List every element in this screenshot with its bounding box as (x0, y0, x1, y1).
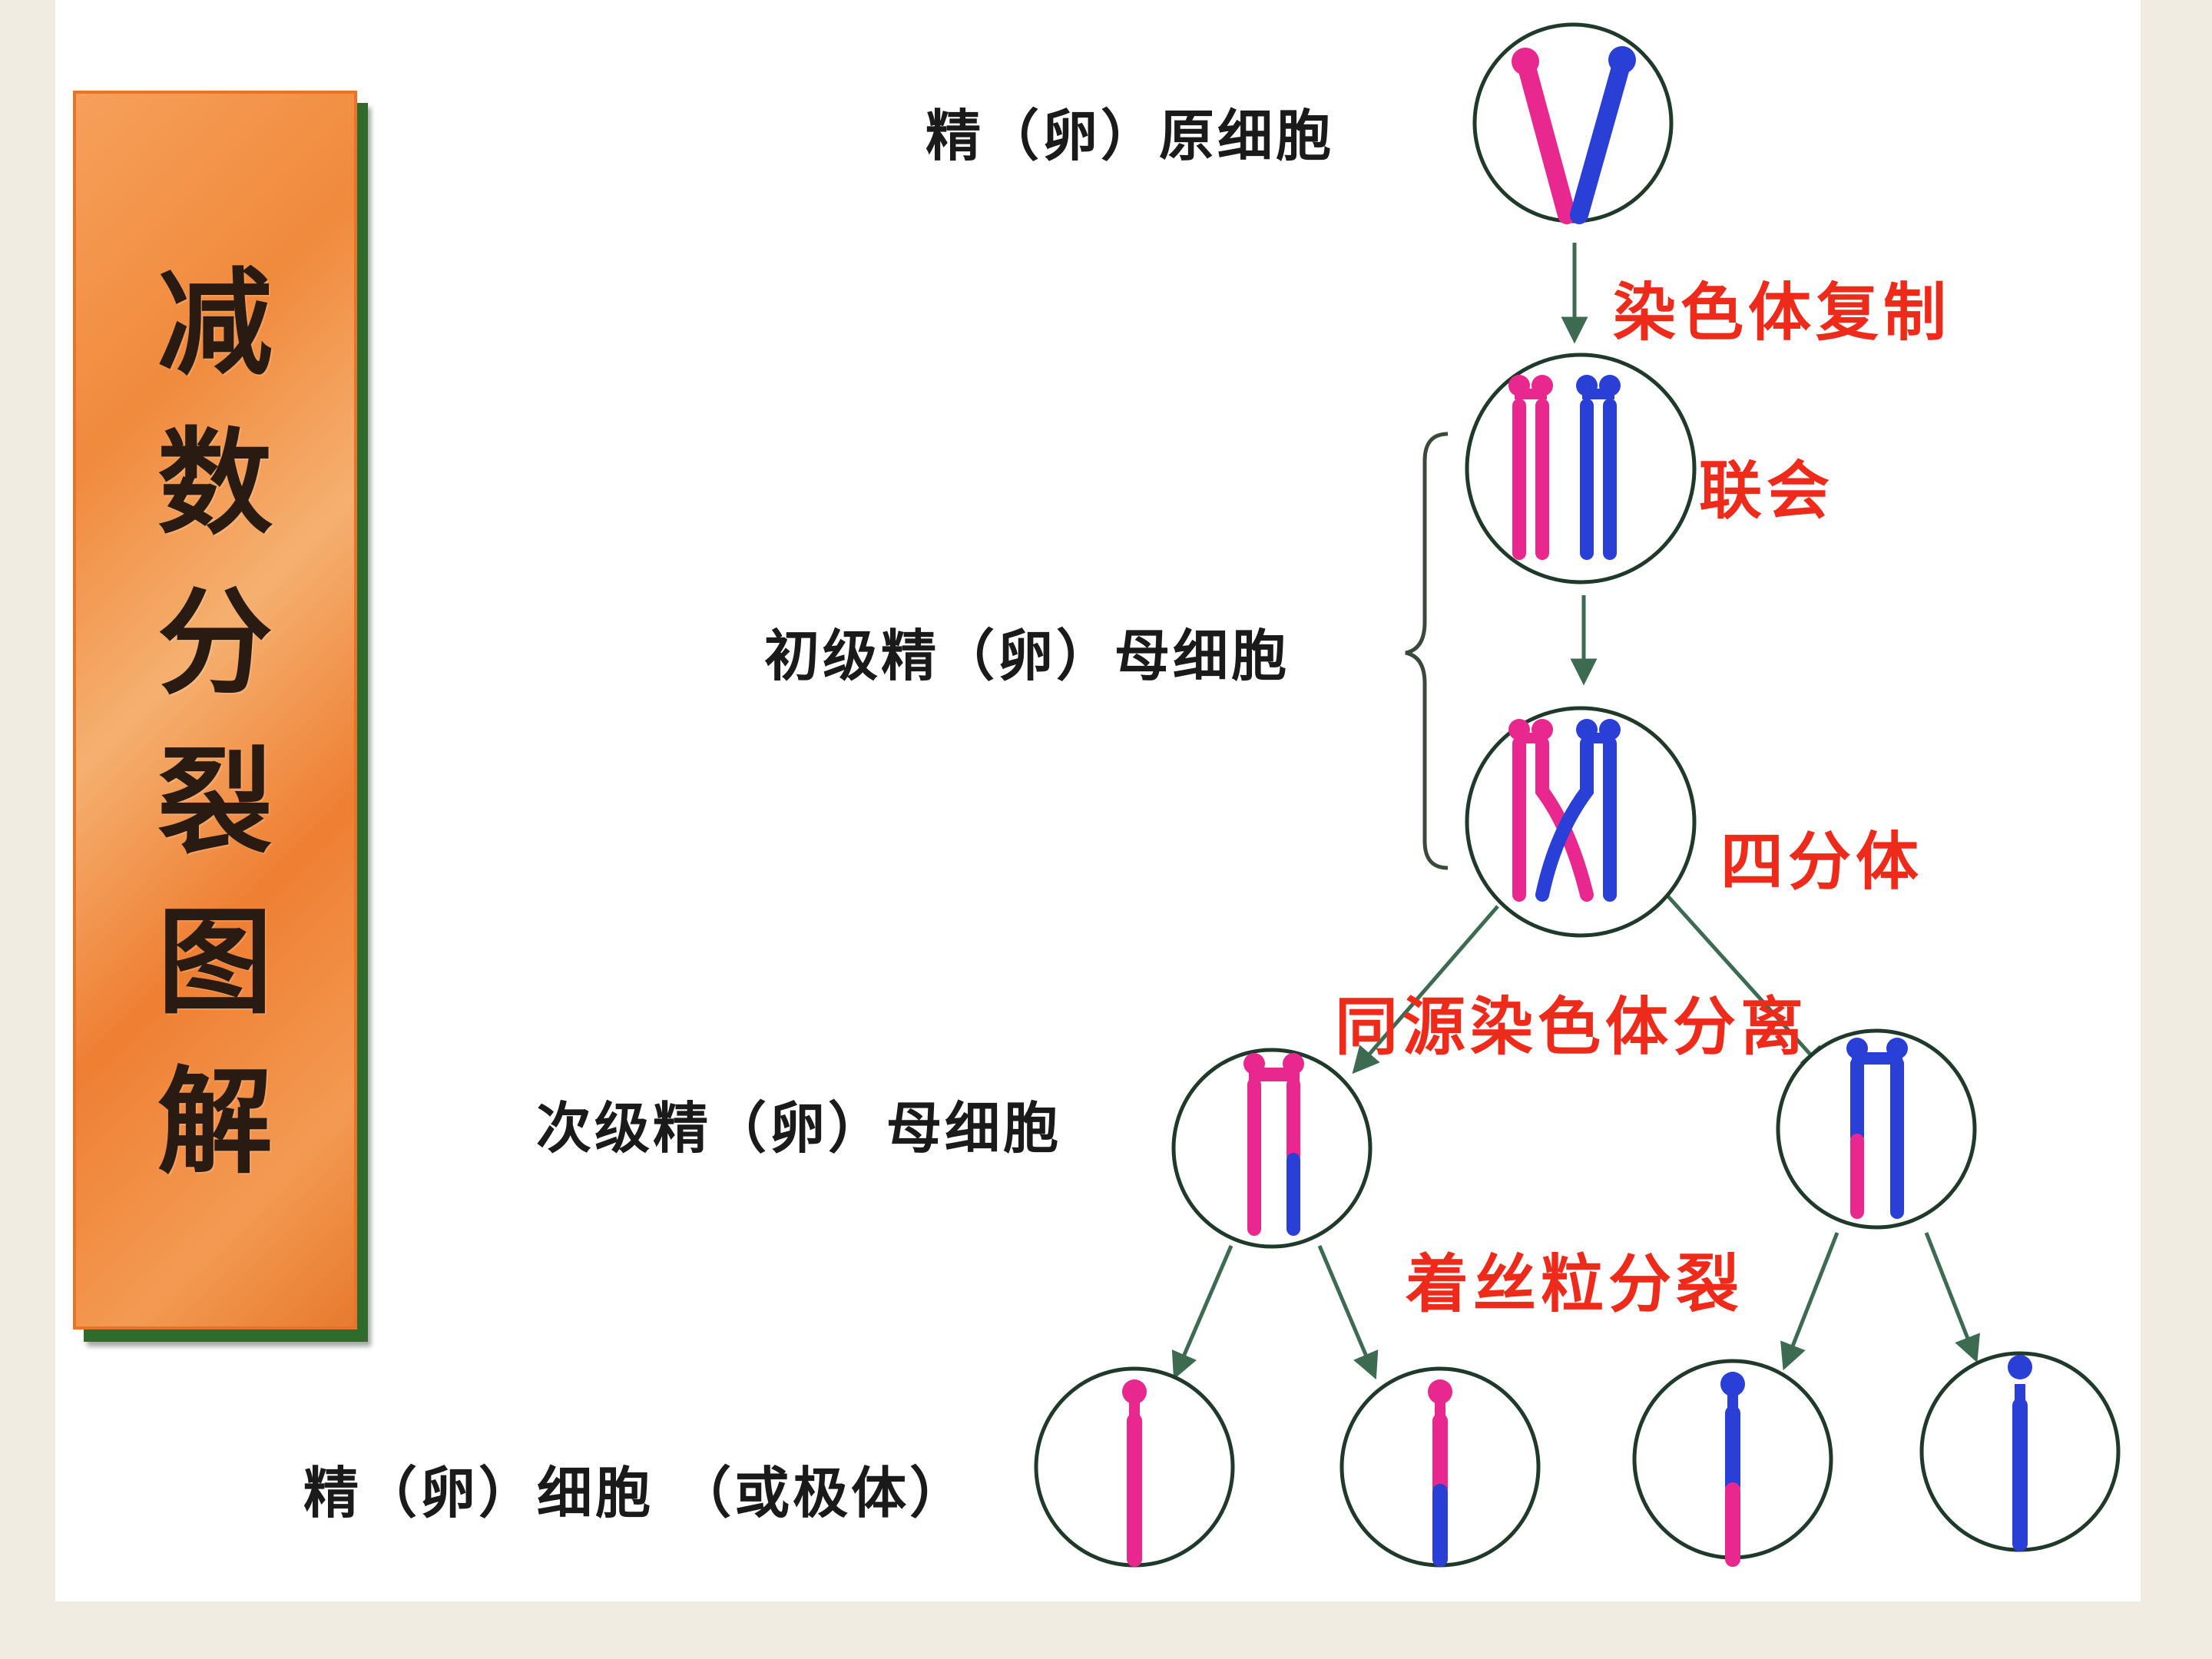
cell-gamete-1 (1034, 1366, 1235, 1568)
label-spermatogonium: 精（卵）原细胞 (926, 103, 1335, 168)
title-char-2: 数 (157, 416, 273, 551)
label-gamete: 精（卵）细胞 （或极体） (303, 1460, 969, 1525)
arrow-to-gamete-3 (1780, 1232, 1839, 1371)
brace (1405, 432, 1449, 870)
cell-gamete-2 (1339, 1366, 1541, 1568)
canvas (55, 0, 2141, 1601)
step-centromere-split: 着丝粒分裂 (1406, 1247, 1744, 1321)
title-char-5: 图 (157, 895, 273, 1030)
arrow-to-secondary-right (1665, 893, 1828, 1075)
title-board: 减 数 分 裂 图 解 (73, 91, 357, 1330)
cell-tetrad (1465, 706, 1697, 938)
step-tetrad: 四分体 (1720, 825, 1924, 899)
cell-secondary-left (1171, 1048, 1373, 1249)
arrow-to-gamete-4 (1924, 1232, 1980, 1363)
arrow-to-secondary-left (1352, 905, 1499, 1075)
label-secondary: 次级精（卵）母细胞 (536, 1095, 1062, 1161)
cell-spermatogonium (1472, 22, 1674, 224)
step-replication: 染色体复制 (1613, 276, 1952, 349)
cell-gamete-4 (1919, 1351, 2121, 1552)
title-char-4: 裂 (157, 735, 273, 870)
title-text: 减 数 分 裂 图 解 (76, 243, 354, 1202)
arrow-to-gamete-2 (1317, 1245, 1379, 1380)
cell-secondary-right (1776, 1028, 1977, 1230)
step-homolog-separation: 同源染色体分离 (1335, 990, 1809, 1064)
cell-gamete-3 (1632, 1359, 1833, 1567)
step-synapsis: 联会 (1699, 454, 1835, 528)
arrow-to-gamete-1 (1171, 1245, 1233, 1380)
label-primary: 初级精（卵）母细胞 (764, 623, 1290, 688)
arrows (1171, 243, 1980, 1380)
title-char-6: 解 (157, 1055, 273, 1190)
cell-synapsis (1465, 353, 1697, 584)
title-char-1: 减 (157, 256, 273, 391)
title-char-3: 分 (157, 575, 273, 710)
